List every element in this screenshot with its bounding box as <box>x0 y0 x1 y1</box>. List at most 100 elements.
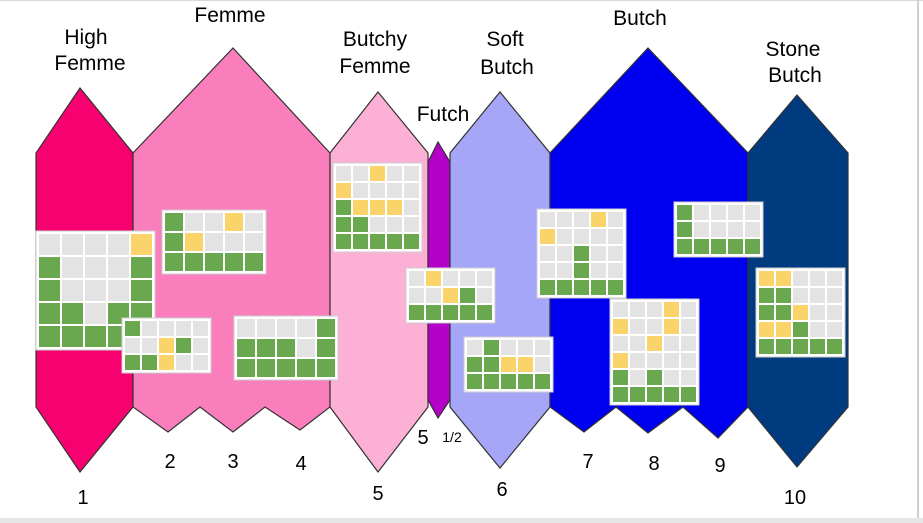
score-grid-cell <box>125 321 140 336</box>
score-grid-cell <box>793 305 808 320</box>
score-grid-cell <box>477 305 492 320</box>
label-butch: Butch <box>613 7 667 30</box>
scale-number-10: 10 <box>784 487 806 509</box>
score-grid-cell <box>613 353 628 368</box>
score-grid-cell <box>557 263 572 278</box>
score-grid-cell <box>647 353 662 368</box>
score-grid-cell <box>681 319 696 334</box>
score-grid-cell <box>336 217 351 232</box>
score-grid-cell <box>535 357 550 372</box>
score-grid-cell <box>353 234 368 249</box>
score-grid-cell <box>297 339 315 357</box>
score-grid-cell <box>460 305 475 320</box>
score-grid-cell <box>39 234 60 255</box>
score-grid-cell <box>85 234 106 255</box>
score-grid-cell <box>518 374 533 389</box>
score-grid-cell <box>501 357 516 372</box>
score-grid-cell <box>759 322 774 337</box>
score-grid-cell <box>404 234 419 249</box>
score-grid-cell <box>827 322 842 337</box>
score-grid-cell <box>501 340 516 355</box>
score-grid-g1 <box>35 230 156 351</box>
score-grid-cell <box>540 212 555 227</box>
score-grids <box>35 162 846 406</box>
score-grid-cell <box>108 234 129 255</box>
score-grid-cell <box>245 253 263 271</box>
score-grid-cell <box>540 246 555 261</box>
score-grid-cell <box>613 302 628 317</box>
score-grid-cell <box>193 338 208 353</box>
scale-number-2: 2 <box>164 451 175 473</box>
score-grid-cell <box>336 200 351 215</box>
score-grid-cell <box>336 234 351 249</box>
score-grid-cell <box>484 357 499 372</box>
score-grid-cell <box>159 321 174 336</box>
score-grid-cell <box>728 222 743 237</box>
score-grid-cell <box>125 338 140 353</box>
score-grid-cell <box>125 355 140 370</box>
score-grid-cell <box>630 370 645 385</box>
score-grid-cell <box>387 166 402 181</box>
score-grid-cell <box>664 387 679 402</box>
score-grid-cell <box>159 355 174 370</box>
score-grid-cell <box>630 336 645 351</box>
score-grid-cell <box>776 339 791 354</box>
score-grid-cell <box>370 217 385 232</box>
score-grid-cell <box>630 353 645 368</box>
score-grid-cell <box>484 340 499 355</box>
score-grid-cell <box>591 263 606 278</box>
score-grid-cell <box>591 246 606 261</box>
score-grid-cell <box>608 212 623 227</box>
score-grid-cell <box>694 205 709 220</box>
score-grid-cell <box>694 222 709 237</box>
score-grid-cell <box>317 339 335 357</box>
score-grid-cell <box>85 257 106 278</box>
score-grid-cell <box>759 288 774 303</box>
score-grid-cell <box>353 217 368 232</box>
score-grid-g12 <box>755 267 846 358</box>
score-grid-cell <box>591 229 606 244</box>
score-grid-cell <box>613 370 628 385</box>
score-grid-cell <box>387 183 402 198</box>
score-grid-cell <box>664 336 679 351</box>
score-grid-cell <box>776 288 791 303</box>
label-butchy-femme-line1: Butchy <box>343 28 408 51</box>
score-grid-cell <box>142 355 157 370</box>
score-grid-cell <box>776 322 791 337</box>
score-grid-cell <box>245 213 263 231</box>
score-grid-cell <box>477 288 492 303</box>
score-grid-cell <box>574 280 589 295</box>
score-grid-cell <box>277 359 295 377</box>
score-grid-cell <box>62 234 83 255</box>
score-grid-cell <box>85 280 106 301</box>
score-grid-cell <box>677 239 692 254</box>
score-grid-cell <box>591 280 606 295</box>
score-grid-cell <box>728 205 743 220</box>
score-grid-cell <box>85 326 106 347</box>
score-grid-cell <box>745 239 760 254</box>
score-grid-cell <box>443 288 458 303</box>
score-grid-cell <box>39 257 60 278</box>
score-grid-cell <box>681 336 696 351</box>
score-grid-cell <box>745 205 760 220</box>
score-grid-cell <box>728 239 743 254</box>
score-grid-cell <box>245 233 263 251</box>
score-grid-cell <box>664 302 679 317</box>
score-grid-cell <box>664 319 679 334</box>
scale-number-5: 5 <box>372 483 383 505</box>
score-grid-cell <box>540 263 555 278</box>
score-grid-cell <box>39 303 60 324</box>
score-grid-cell <box>317 319 335 337</box>
frame-bottom-border <box>0 518 923 523</box>
score-grid-cell <box>131 257 152 278</box>
score-grid-cell <box>185 233 203 251</box>
score-grid-cell <box>467 374 482 389</box>
score-grid-cell <box>518 340 533 355</box>
score-grid-cell <box>193 321 208 336</box>
score-grid-cell <box>776 305 791 320</box>
score-grid-cell <box>205 253 223 271</box>
score-grid-cell <box>62 303 83 324</box>
score-grid-cell <box>608 246 623 261</box>
score-grid-cell <box>557 212 572 227</box>
label-butchy-femme-line2: Femme <box>339 55 410 78</box>
